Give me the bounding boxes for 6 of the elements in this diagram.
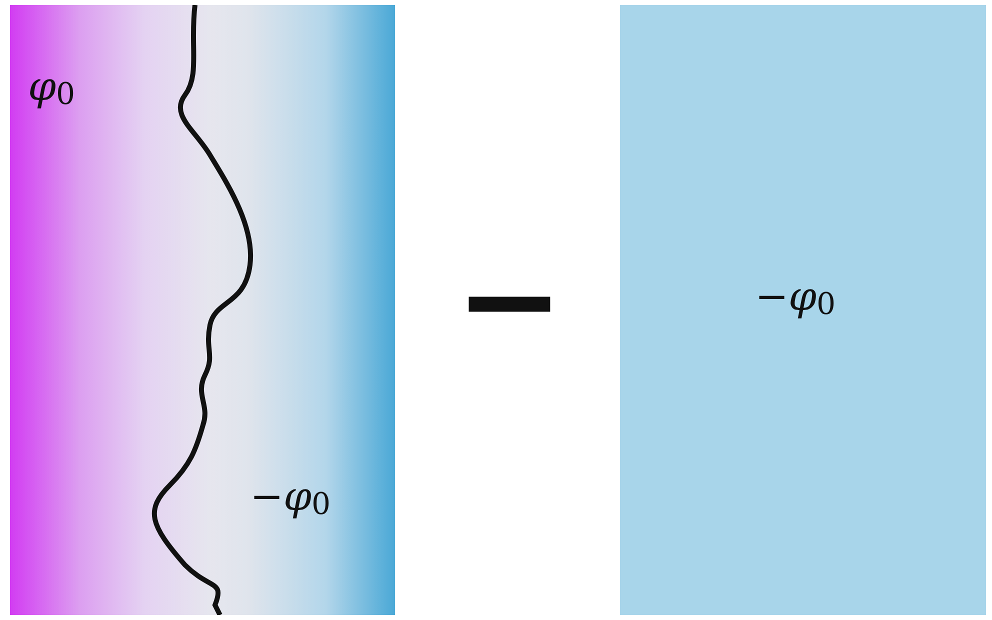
minus-sign: − <box>455 235 564 365</box>
math-label: −φ$_{0}$ <box>250 477 331 520</box>
gradient-panel <box>10 5 395 615</box>
shaded-panel <box>620 5 986 615</box>
math-label: −φ$_{0}$ <box>755 277 836 320</box>
math-label: φ$_{0}$ <box>28 67 76 110</box>
